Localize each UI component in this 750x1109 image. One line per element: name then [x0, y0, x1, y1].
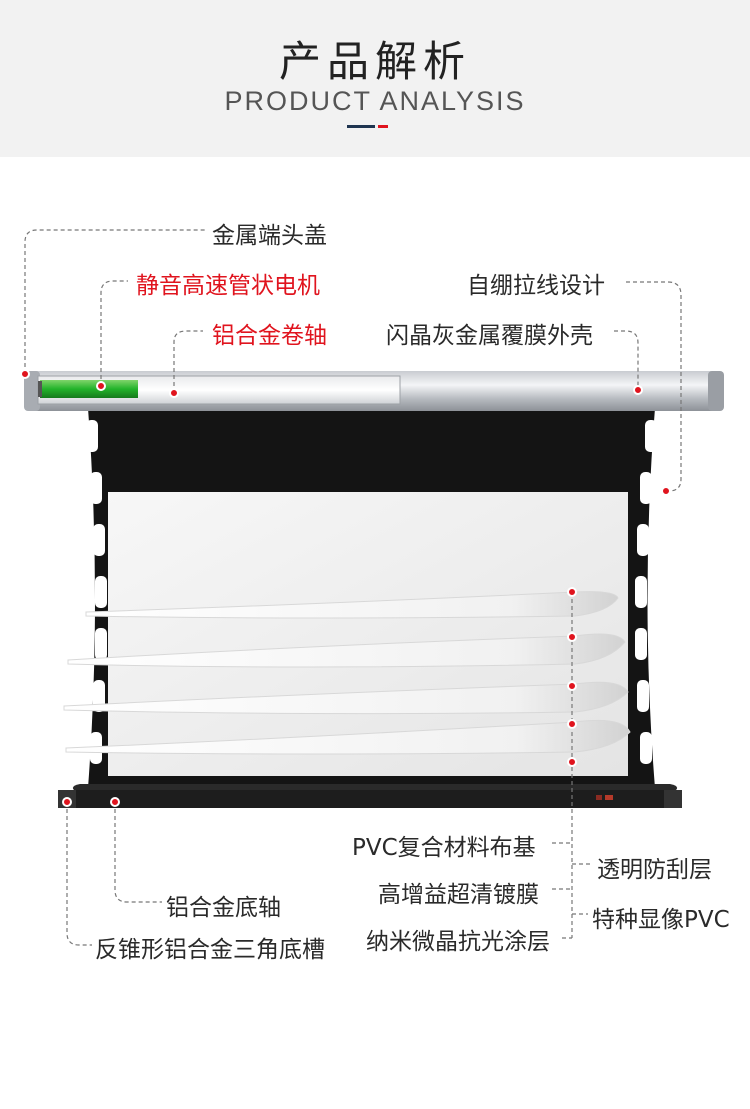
screen-layers [63, 591, 631, 755]
page-subtitle: PRODUCT ANALYSIS [224, 86, 526, 116]
label-tension: 自绷拉线设计 [467, 273, 605, 299]
label-motor: 静音高速管状电机 [136, 273, 320, 299]
top-housing-tube [24, 371, 724, 411]
label-bottom-slot: 反锥形铝合金三角底槽 [95, 937, 325, 963]
accent-bar-dark [347, 125, 375, 128]
label-roller: 铝合金卷轴 [212, 323, 327, 349]
callout-leader-lines [24, 229, 682, 946]
page-title: 产品解析 [278, 37, 471, 86]
bottom-bar [58, 784, 682, 808]
label-pvc-base: PVC复合材料布基 [352, 835, 536, 861]
header-band: 产品解析 PRODUCT ANALYSIS [0, 0, 750, 157]
label-bottom-bar: 铝合金底轴 [166, 895, 281, 921]
callout-markers [20, 369, 671, 807]
accent-bar-red [378, 125, 388, 128]
label-end-cap: 金属端头盖 [212, 223, 327, 249]
label-gain-film: 高增益超清镀膜 [378, 882, 539, 908]
label-display-pvc: 特种显像PVC [592, 907, 730, 933]
label-scratch-layer: 透明防刮层 [597, 857, 712, 883]
label-housing: 闪晶灰金属覆膜外壳 [386, 323, 593, 349]
label-nano-coating: 纳米微晶抗光涂层 [366, 929, 550, 955]
tension-tabs [86, 420, 657, 764]
